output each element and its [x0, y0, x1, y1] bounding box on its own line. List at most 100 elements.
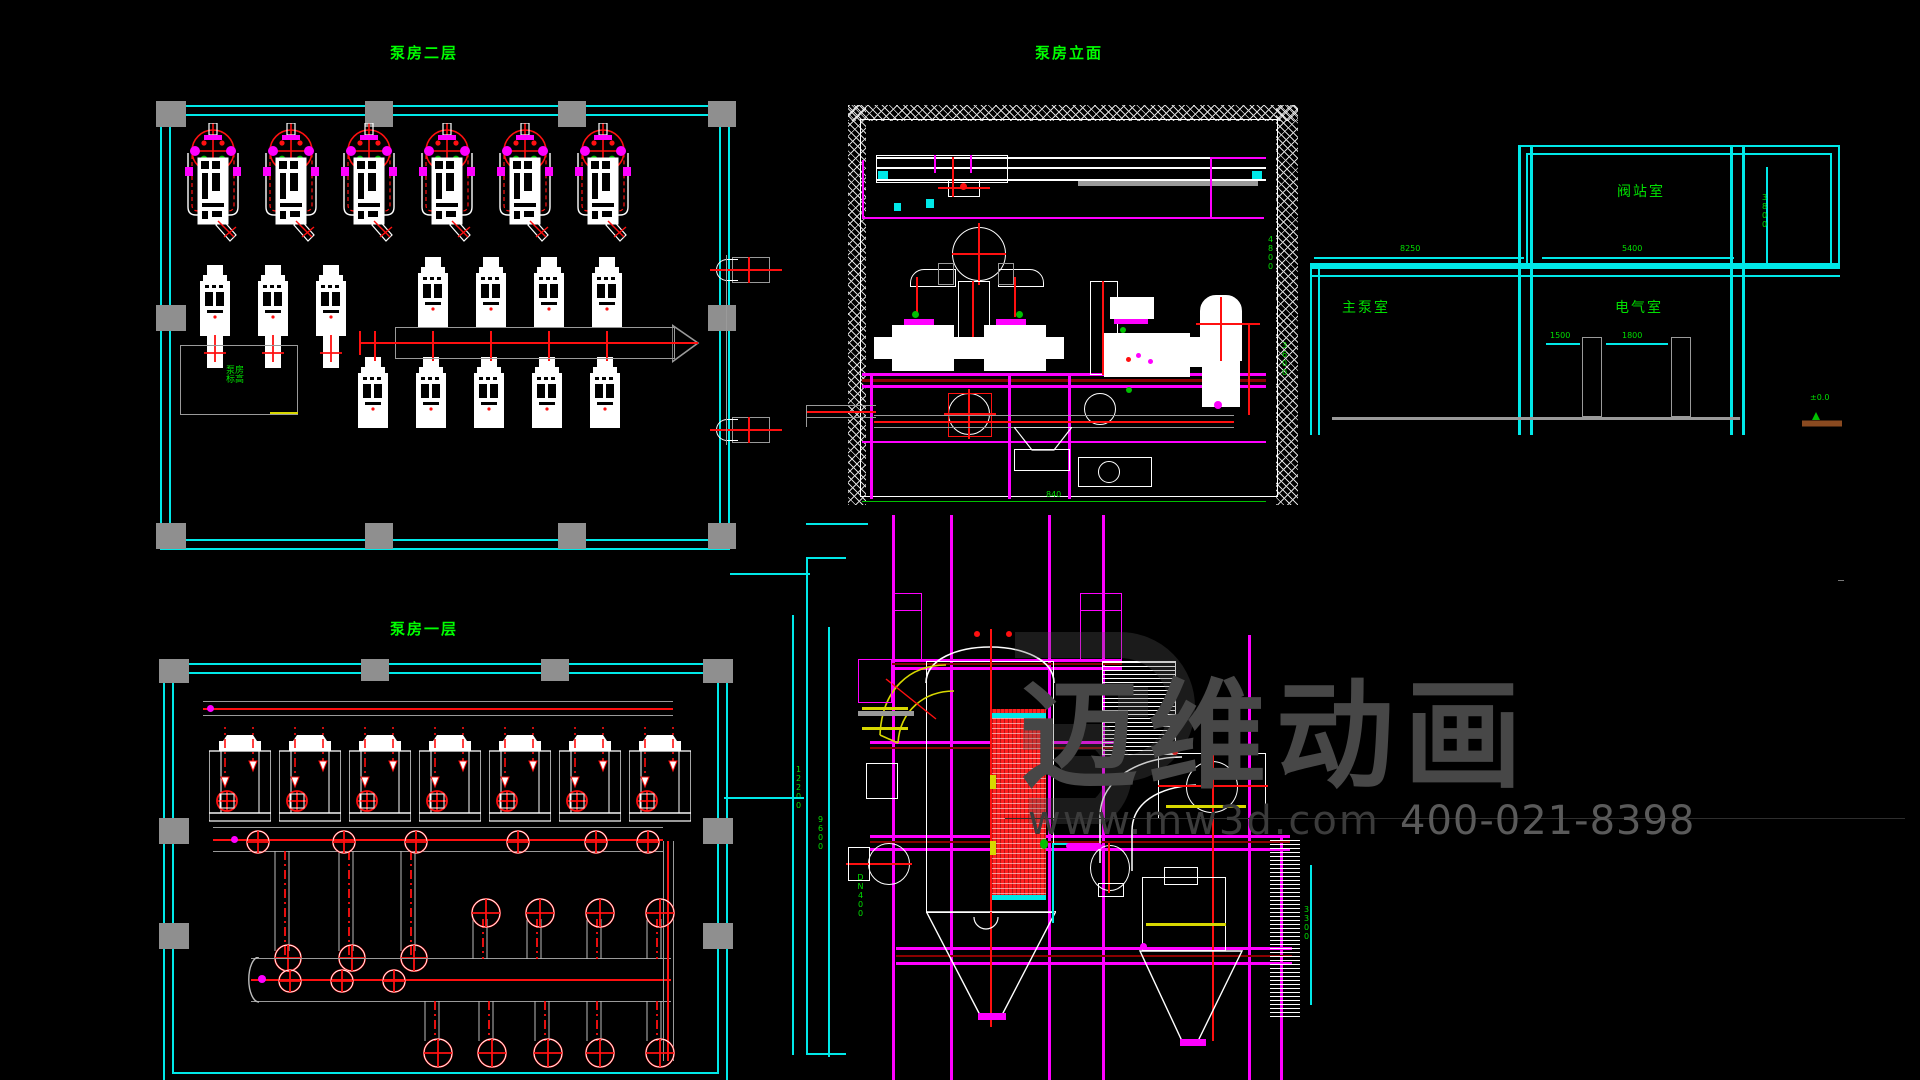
top-stack-right — [1080, 593, 1122, 611]
flange-left — [938, 263, 954, 285]
valve-symbol — [330, 969, 354, 993]
indicator-green — [912, 311, 919, 318]
column-1f — [159, 818, 189, 844]
right-hopper-outlet — [1180, 1039, 1206, 1046]
pedestal-cl — [972, 281, 974, 357]
frame-beam-1 — [892, 659, 1122, 662]
room-label-electrical: 电气室 — [1615, 300, 1663, 316]
outlet-pipe-cl — [806, 411, 876, 413]
ground-line — [1332, 417, 1740, 420]
branch-riser — [374, 331, 376, 361]
viewport-room-section[interactable]: 阀站室 主泵室 电气室 8250 5400 1500 1800 3800 — [1310, 145, 1842, 435]
pump-base-plan — [419, 727, 481, 822]
branch-drop-wall — [414, 851, 416, 951]
valve-flange — [1114, 319, 1148, 324]
pump-unit-plain — [532, 357, 562, 428]
room-wall-mid — [1518, 145, 1521, 435]
tank-drain — [1214, 401, 1222, 409]
pump-base-plan — [279, 727, 341, 822]
tank-nozzle-cl — [1196, 323, 1260, 325]
vessel-nozzle — [974, 631, 980, 637]
dim-tick-bottom — [806, 1053, 846, 1055]
motor-port — [1140, 943, 1147, 950]
pump-nozzle-left — [874, 337, 894, 359]
column-2f — [708, 523, 736, 549]
branch-drop-wall — [400, 851, 402, 951]
viewport-plan-second-floor[interactable]: 泵房标高 — [156, 101, 782, 555]
frame-beam-4 — [896, 947, 1292, 950]
dim-line-left — [1314, 257, 1524, 259]
dim-right-span: 5400 — [1622, 244, 1643, 253]
valve-symbol — [585, 1038, 615, 1068]
viewport-plan-first-floor[interactable] — [159, 659, 733, 1080]
door-right — [1671, 337, 1691, 417]
cyclone-tray-yellow — [1166, 805, 1246, 808]
dim-chain-inner — [828, 627, 830, 1057]
left-fan-cl — [846, 863, 912, 865]
cyclone-nozzle — [1172, 749, 1178, 755]
valve-symbol — [636, 830, 660, 854]
valve-symbol — [525, 898, 555, 928]
dim-section-v2: 9600 — [816, 815, 825, 851]
valve-tag-green — [1040, 839, 1048, 849]
vessel-centerline — [990, 629, 992, 1027]
pump-unit-plain — [200, 265, 230, 368]
room-wall-right — [1730, 145, 1733, 435]
lower-branch-wall — [586, 1001, 602, 1041]
dim-left-span: 8250 — [1400, 244, 1421, 253]
side-centerline — [710, 269, 782, 271]
pump-unit-plain — [474, 357, 504, 428]
frame-beam-3 — [870, 835, 1290, 838]
indicator-green — [1120, 327, 1126, 333]
branch-drop-upper — [284, 851, 286, 955]
lower-header-endcap — [258, 975, 266, 983]
valve-symbol — [332, 830, 356, 854]
lower-pipe-wall — [874, 415, 1234, 416]
dim-right-value: 3600 — [1280, 341, 1289, 377]
ground-level-symbol — [1802, 412, 1842, 427]
lower-branch-wall — [534, 1001, 550, 1041]
crane-lower-flange — [1078, 181, 1258, 186]
viewport-equipment-section[interactable]: 12200 9600 DN400 3300 — [724, 515, 1312, 1080]
crane-rail — [876, 157, 1266, 159]
inlet-support-yellow-2 — [862, 727, 908, 730]
crane-tick — [970, 155, 972, 173]
viewport-elevation[interactable]: 840 3600 4800 — [806, 105, 1298, 505]
room-wall-right-inner — [1742, 145, 1745, 435]
frame-col-2 — [950, 515, 953, 1080]
lower-pipe-red — [874, 421, 1234, 423]
room-wall-left-inner — [1318, 263, 1320, 435]
media-top-band — [992, 713, 1046, 718]
inline-valve — [1066, 843, 1102, 849]
side-centerline — [710, 429, 782, 431]
pump-base-plan — [209, 727, 271, 822]
crane-runway-beam — [862, 217, 1264, 219]
lower-branch-wall — [646, 919, 662, 959]
dim-far-chain — [792, 615, 794, 1055]
frame-beam-cl — [892, 663, 1122, 665]
dim-line-door-right — [1606, 343, 1668, 345]
header2-wall-bot — [213, 851, 663, 852]
dim-top-lead — [806, 523, 868, 525]
pump-flange-mg — [904, 319, 934, 325]
column-1f — [703, 923, 733, 949]
column-2f — [558, 101, 586, 127]
header2-cl — [213, 839, 663, 841]
bell-cl-h — [944, 413, 996, 415]
lower-branch-up — [656, 919, 658, 959]
filter-media-fill — [992, 709, 1046, 899]
crane-marker-cyan — [894, 203, 901, 211]
note-box — [180, 345, 298, 415]
column-1f — [703, 659, 733, 683]
vessel-nozzle — [1006, 631, 1012, 637]
valve-symbol — [246, 830, 270, 854]
elbow-left — [910, 269, 956, 287]
tank-downcomer — [1248, 323, 1250, 415]
pump-unit-circular — [341, 123, 397, 242]
valve-symbol — [585, 898, 615, 928]
crane-marker-cyan — [878, 171, 888, 179]
header-endcap-icon — [248, 957, 260, 1003]
viewport-title-plan-1f: 泵房一层 — [390, 620, 459, 638]
left-fan-housing — [848, 847, 870, 881]
